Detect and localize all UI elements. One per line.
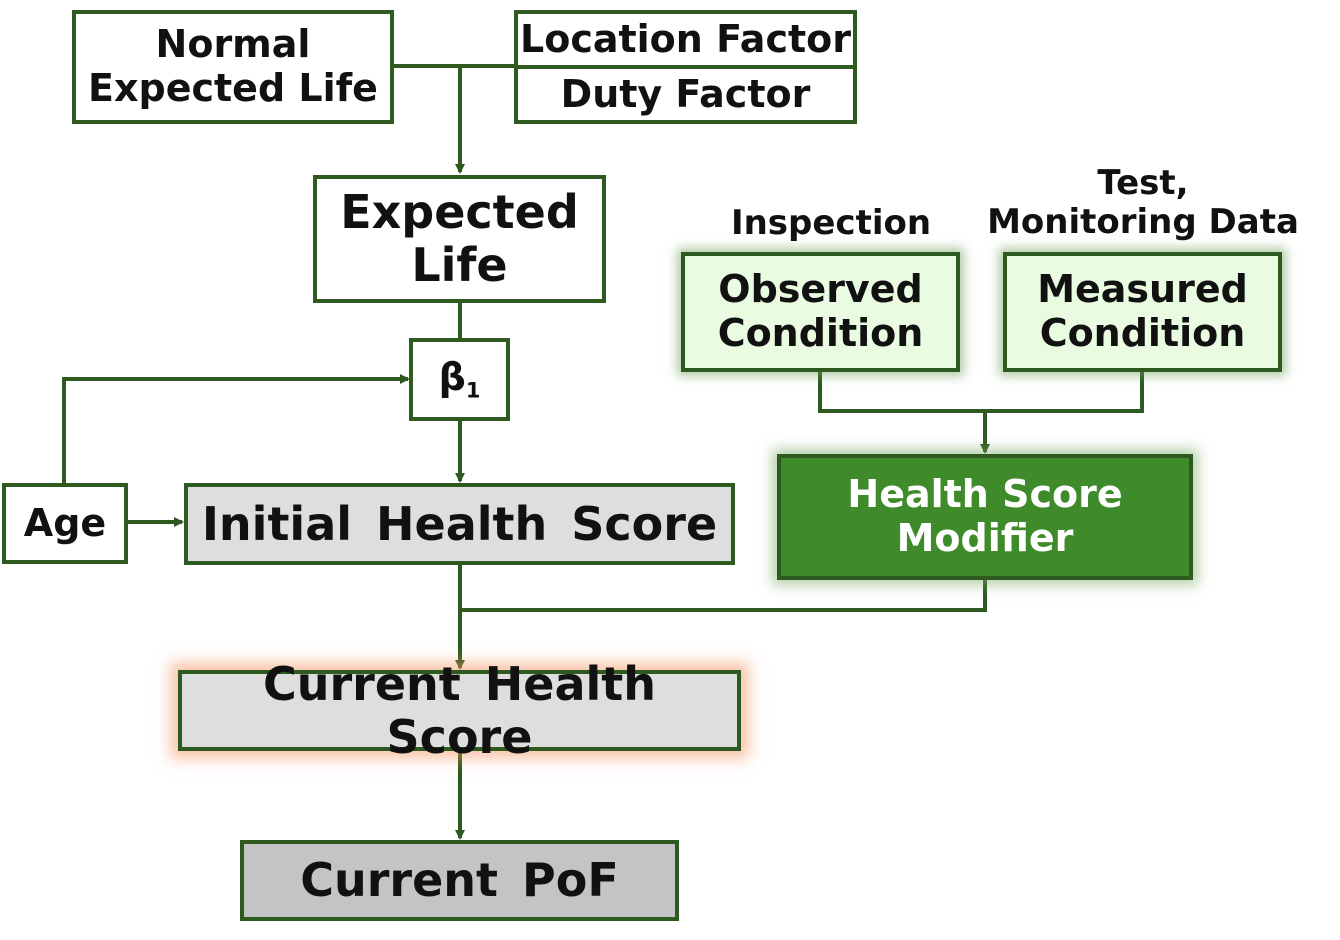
beta-label: β1 (438, 355, 481, 403)
health-score-modifier-box: Health Score Modifier (777, 454, 1193, 580)
current-health-score-box: Current Health Score (178, 657, 741, 763)
duty-factor-text: Duty Factor (560, 71, 811, 116)
age-box: Age (2, 483, 128, 564)
measured-condition-box: Measured Condition (1003, 252, 1282, 372)
beta-subscript: 1 (465, 378, 481, 403)
duty-factor-box: Duty Factor (514, 65, 857, 124)
location-factor-box: Location Factor (514, 10, 857, 69)
beta-symbol: β (438, 355, 466, 400)
age-text: Age (23, 500, 107, 545)
health-score-modifier-text: Health Score Modifier (847, 472, 1123, 560)
observed-condition-text: Observed Condition (717, 267, 924, 355)
normal-expected-life-text: Normal Expected Life (88, 22, 378, 110)
initial-health-score-text: Initial Health Score (201, 496, 718, 551)
current-pof-text: Current PoF (300, 853, 619, 908)
connector-age-to-beta (62, 374, 410, 484)
measured-condition-text: Measured Condition (1037, 267, 1248, 355)
observed-condition-box: Observed Condition (681, 252, 960, 372)
connector-modifier-to-junction (460, 578, 987, 612)
connector-conditions-to-modifier (818, 370, 1144, 413)
current-health-score-text: Current Health Score (262, 656, 657, 764)
initial-health-score-box: Initial Health Score (184, 483, 735, 565)
expected-life-text: Expected Life (340, 185, 579, 292)
beta-box: β1 (409, 338, 510, 421)
location-factor-text: Location Factor (520, 16, 851, 61)
normal-expected-life-box: Normal Expected Life (72, 10, 394, 124)
test-monitoring-label: Test, Monitoring Data (987, 163, 1299, 243)
inspection-label: Inspection (730, 203, 932, 243)
current-pof-box: Current PoF (240, 840, 679, 921)
expected-life-box: Expected Life (313, 175, 606, 303)
